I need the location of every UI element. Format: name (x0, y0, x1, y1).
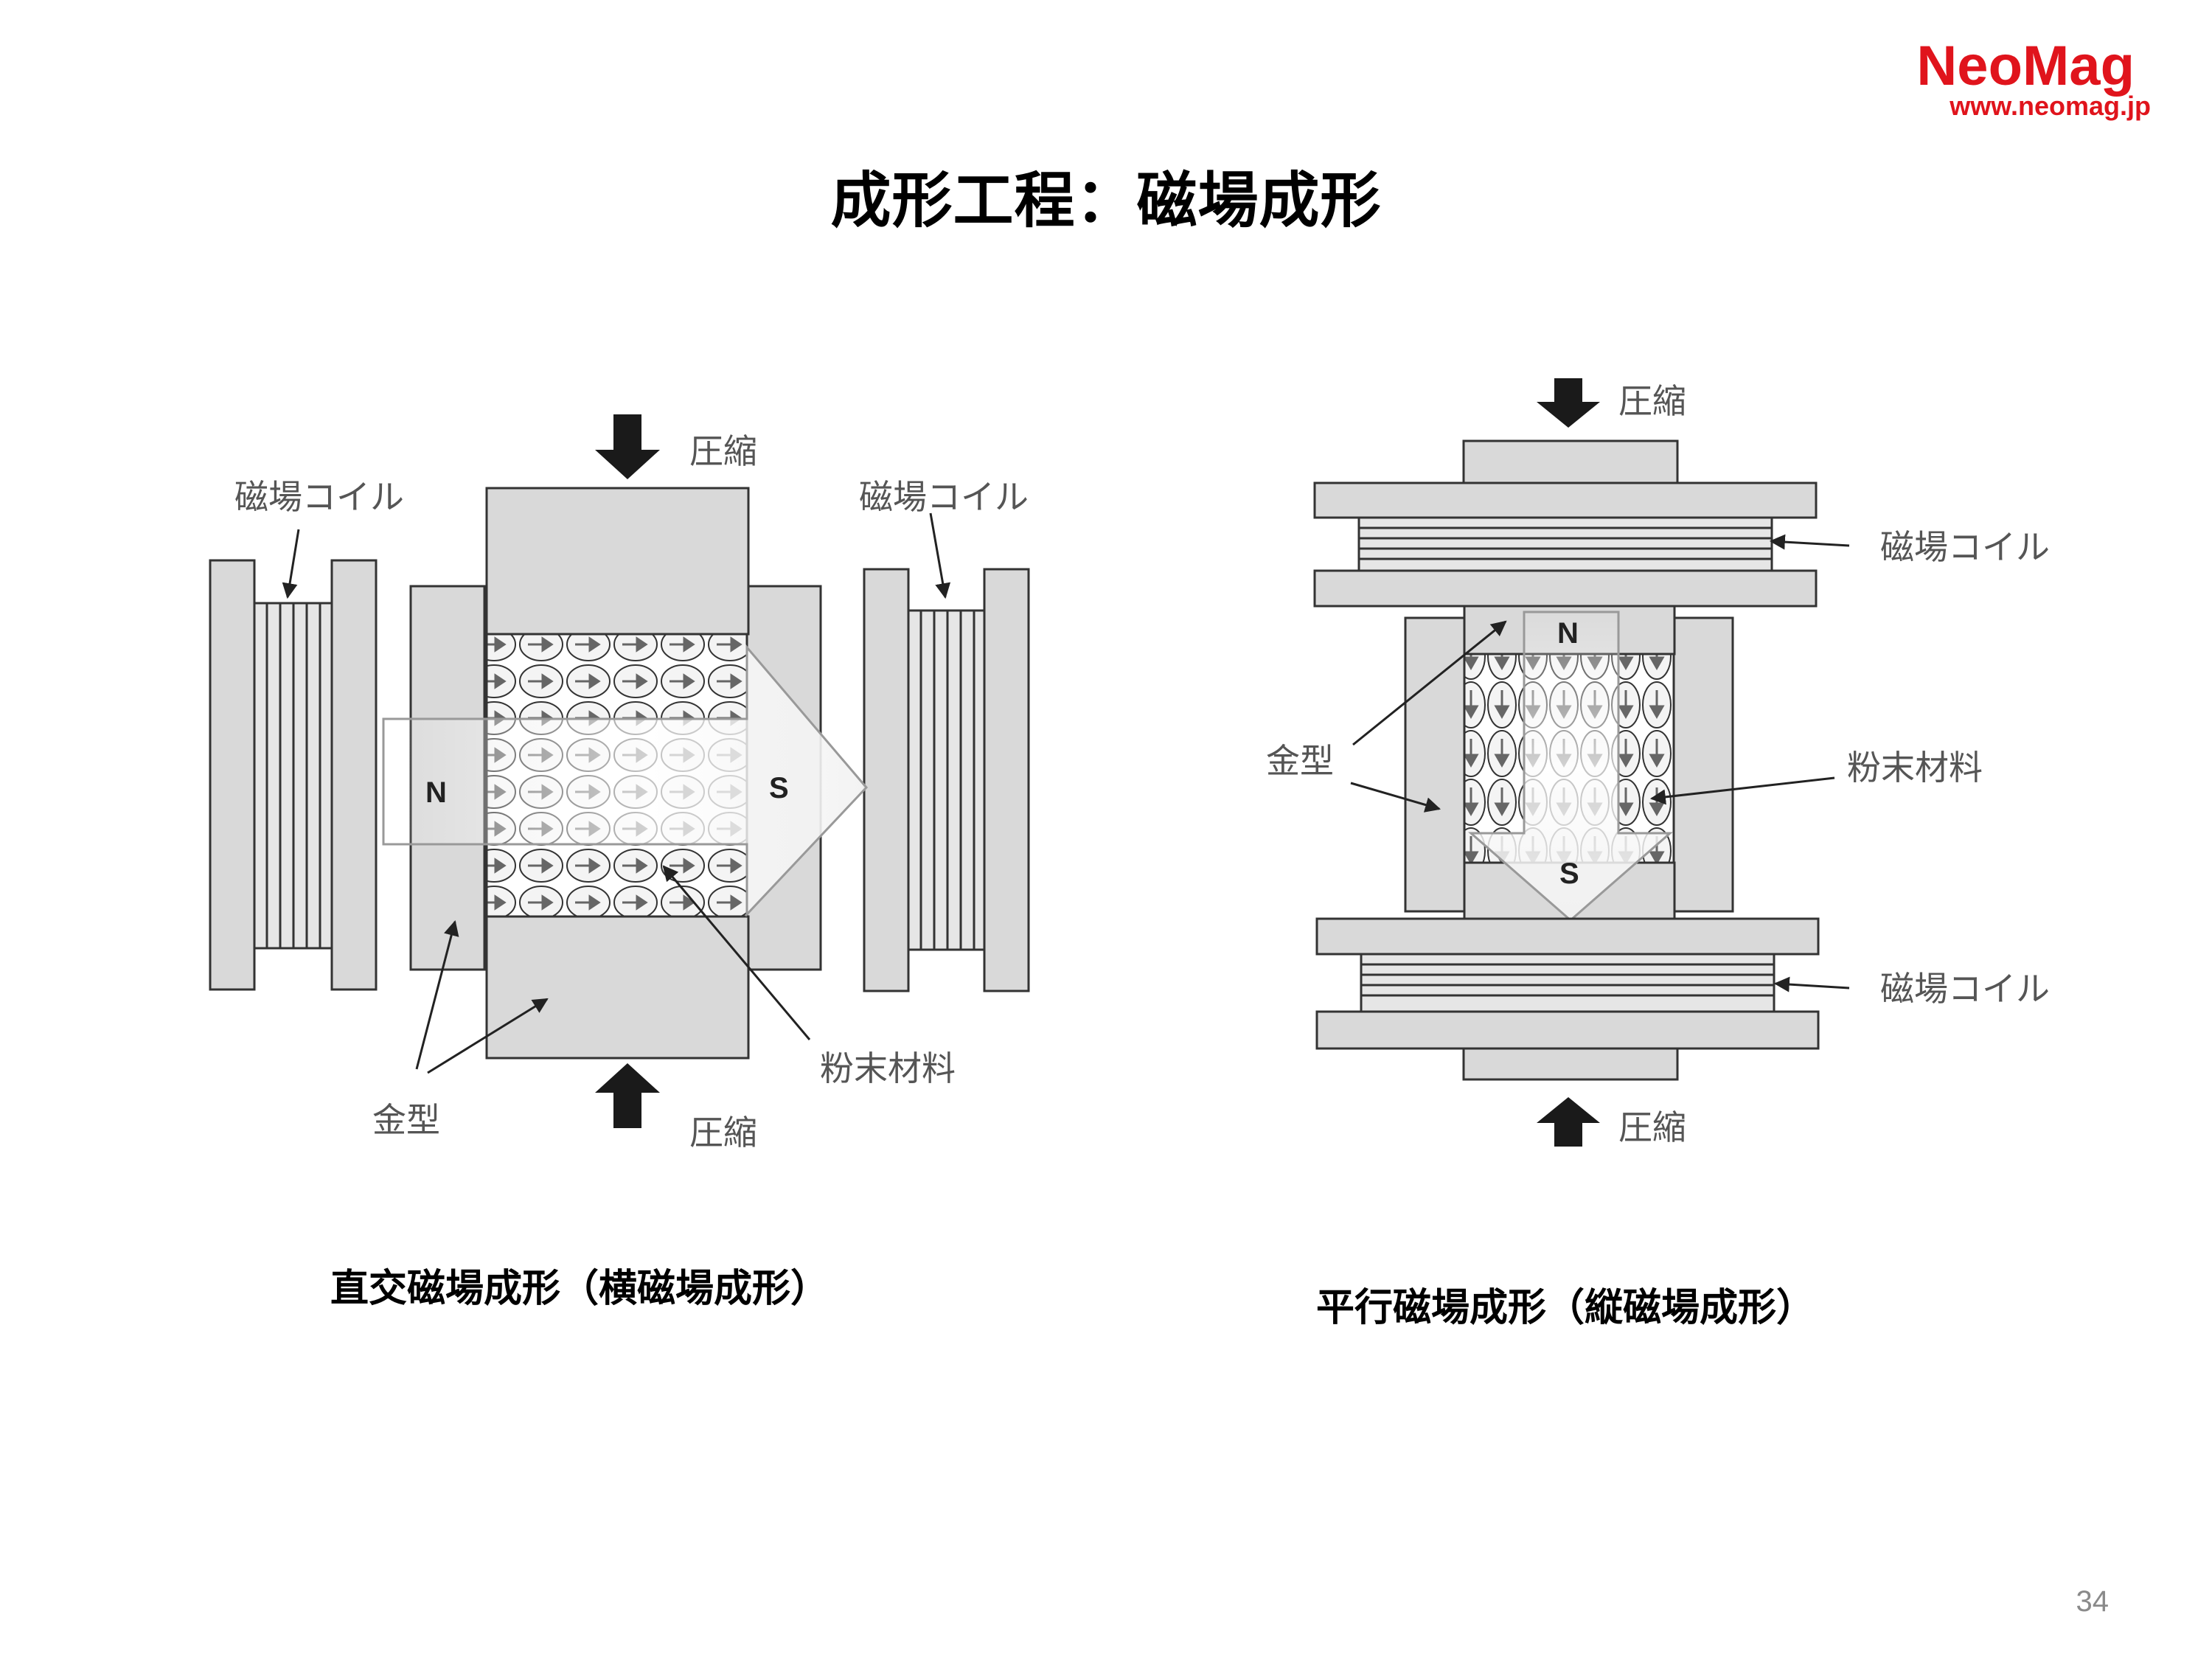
magnetic-field-arrow-horizontal (382, 644, 869, 917)
right-pole-s: S (1559, 858, 1579, 890)
top-coil-label: 磁場コイル (1880, 527, 2050, 567)
right-diagram: 圧縮 圧縮 磁場コイル 磁場コイル 金型 粉末材料 N S (1266, 378, 2050, 1147)
left-diagram: 圧縮 圧縮 磁場コイル 磁場コイル 金型 粉末材料 N S (209, 414, 1030, 1152)
right-pole-n: N (1557, 617, 1579, 650)
left-pole-n: N (425, 776, 447, 809)
lower-punch (485, 915, 750, 1060)
left-die-label: 金型 (372, 1100, 440, 1140)
left-compress-bottom-label: 圧縮 (689, 1113, 757, 1152)
page-number: 34 (2076, 1585, 2110, 1618)
right-coil-label: 磁場コイル (859, 477, 1029, 517)
bottom-coil-label: 磁場コイル (1880, 969, 2050, 1009)
compression-arrow-up-icon (595, 1063, 660, 1128)
right-die-label: 金型 (1266, 741, 1334, 781)
compression-arrow-down-icon (595, 414, 660, 479)
upper-punch-right (1462, 439, 1679, 484)
right-caption: 平行磁場成形（縦磁場成形） (1316, 1286, 1815, 1330)
brand-logo-name: NeoMag (1916, 35, 2135, 97)
left-compress-top-label: 圧縮 (689, 431, 757, 471)
die-wall-right-right (1672, 616, 1734, 913)
compression-arrow-down-icon (1537, 378, 1600, 428)
lower-punch-right (1462, 1047, 1679, 1081)
left-caption: 直交磁場成形（横磁場成形） (330, 1267, 830, 1311)
right-field-coil (863, 568, 1030, 992)
brand-logo-url: www.neomag.jp (1950, 91, 2151, 121)
left-pole-s: S (769, 772, 789, 804)
compression-arrow-up-icon (1537, 1097, 1600, 1147)
bottom-field-coil (1315, 917, 1820, 1050)
right-compress-top-label: 圧縮 (1618, 381, 1686, 421)
top-field-coil (1313, 481, 1818, 608)
slide-title: 成形工程：磁場成形 (830, 166, 1382, 236)
left-powder-label: 粉末材料 (820, 1048, 956, 1088)
right-compress-bottom-label: 圧縮 (1618, 1107, 1686, 1147)
die-wall-left-right (1404, 616, 1466, 913)
left-coil-label: 磁場コイル (234, 477, 404, 517)
magnetic-field-arrow-vertical (1468, 611, 1673, 922)
upper-punch (485, 487, 750, 636)
right-powder-label: 粉末材料 (1847, 748, 1983, 787)
left-field-coil (209, 559, 378, 991)
